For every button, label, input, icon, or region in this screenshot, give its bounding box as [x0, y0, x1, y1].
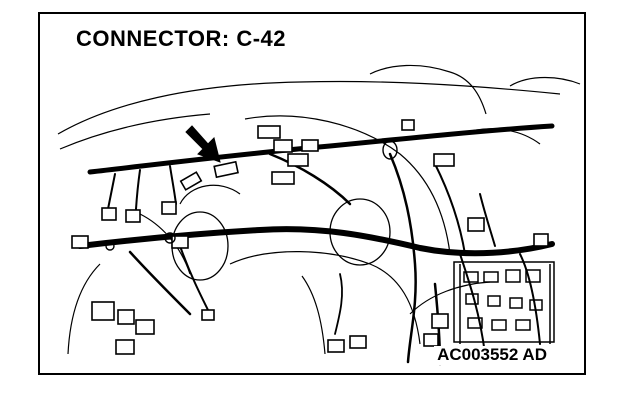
- wiring-harness-illustration: [57, 64, 581, 366]
- diagram-frame: CONNECTOR: C-42 AC003552 AD: [38, 12, 586, 375]
- connector-title: CONNECTOR: C-42: [76, 26, 287, 51]
- main-harness: [77, 123, 555, 366]
- grommets: [105, 140, 398, 251]
- arrow-down-right-icon: [185, 125, 221, 163]
- connectors: [71, 119, 549, 355]
- connector-c42: [213, 160, 239, 179]
- junction-block: [453, 261, 555, 344]
- figure-code: AC003552 AD: [434, 346, 550, 365]
- gauge-cluster: [171, 198, 391, 281]
